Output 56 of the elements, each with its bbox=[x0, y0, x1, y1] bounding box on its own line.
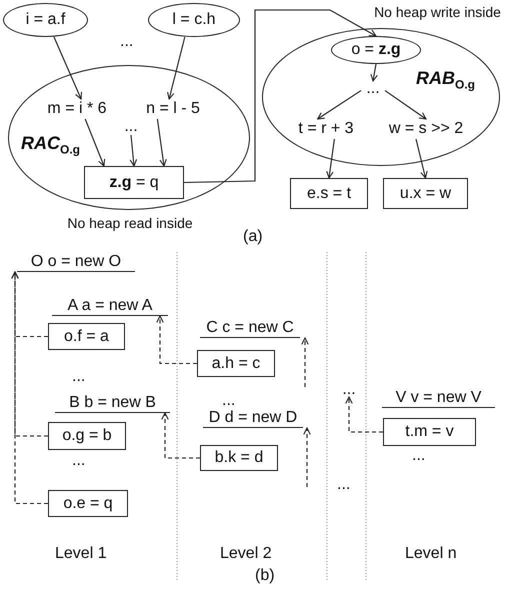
ellipsis-text: ... bbox=[337, 383, 361, 397]
dashed-arrow bbox=[303, 427, 311, 487]
allocation-statement: D d = new D bbox=[203, 406, 303, 428]
statement-text: n = l - 5 bbox=[134, 99, 212, 119]
arrow bbox=[384, 90, 427, 120]
dashed-arrow bbox=[11, 271, 48, 504]
region-label: RAC$_{O.g}$ bbox=[21, 134, 80, 156]
dashed-arrow bbox=[345, 396, 383, 433]
allocation-statement: C c = new C bbox=[200, 316, 300, 338]
statement-box: e.s = t bbox=[290, 178, 368, 209]
ellipsis-text: ... bbox=[72, 368, 86, 386]
statement-box: o.g = b bbox=[48, 422, 126, 450]
arrow bbox=[84, 118, 106, 167]
statement-box: t.m = v bbox=[383, 418, 476, 446]
level-label: Level n bbox=[405, 545, 457, 563]
statement-box: o.f = a bbox=[48, 323, 125, 350]
ellipsis-text: ... bbox=[361, 81, 385, 97]
region-note: No heap read inside bbox=[66, 216, 194, 230]
statement-box: o.e = q bbox=[48, 490, 128, 517]
arrow bbox=[54, 36, 82, 100]
dashed-arrow bbox=[161, 412, 200, 459]
statement-text: w = s >> 2 bbox=[376, 119, 476, 139]
arrow bbox=[156, 118, 167, 167]
arrow bbox=[184, 9, 377, 184]
allocation-statement: O o = new O bbox=[17, 250, 135, 272]
panel-label: (b) bbox=[255, 567, 275, 585]
statement-text: t = r + 3 bbox=[284, 119, 368, 139]
region-label: RAB$_{O.g}$ bbox=[416, 69, 475, 91]
statement-box: u.x = w bbox=[383, 178, 468, 209]
level-label: Level 2 bbox=[220, 545, 272, 563]
allocation-statement: V v = new V bbox=[382, 386, 495, 408]
statement-ellipse: i = a.f bbox=[3, 3, 88, 37]
region-note: No heap write inside bbox=[373, 5, 502, 19]
ellipsis-text: ... bbox=[72, 452, 86, 470]
ellipsis-text: ... bbox=[119, 119, 143, 135]
panel-label: (a) bbox=[243, 228, 263, 246]
arrow bbox=[317, 90, 362, 120]
arrow bbox=[370, 64, 378, 82]
ellipsis-text: ... bbox=[337, 476, 350, 494]
arrow bbox=[130, 134, 138, 167]
arrow bbox=[415, 138, 428, 179]
ellipsis-text: ... bbox=[120, 33, 134, 51]
statement-ellipse: l = c.h bbox=[148, 3, 240, 37]
statement-ellipse: o = z.g bbox=[331, 36, 421, 64]
dashed-arrow bbox=[156, 315, 197, 364]
statement-box: a.h = c bbox=[197, 350, 275, 377]
ellipsis-text: ... bbox=[412, 447, 426, 465]
arrow bbox=[167, 36, 186, 100]
allocation-statement: A a = new A bbox=[52, 294, 168, 316]
dashed-arrow bbox=[301, 337, 309, 387]
allocation-statement: B b = new B bbox=[55, 391, 170, 413]
statement-box: z.g = q bbox=[84, 166, 184, 199]
statement-box: b.k = d bbox=[200, 445, 278, 471]
arrow bbox=[326, 138, 335, 179]
statement-text: m = i * 6 bbox=[36, 99, 118, 119]
level-label: Level 1 bbox=[55, 545, 107, 563]
